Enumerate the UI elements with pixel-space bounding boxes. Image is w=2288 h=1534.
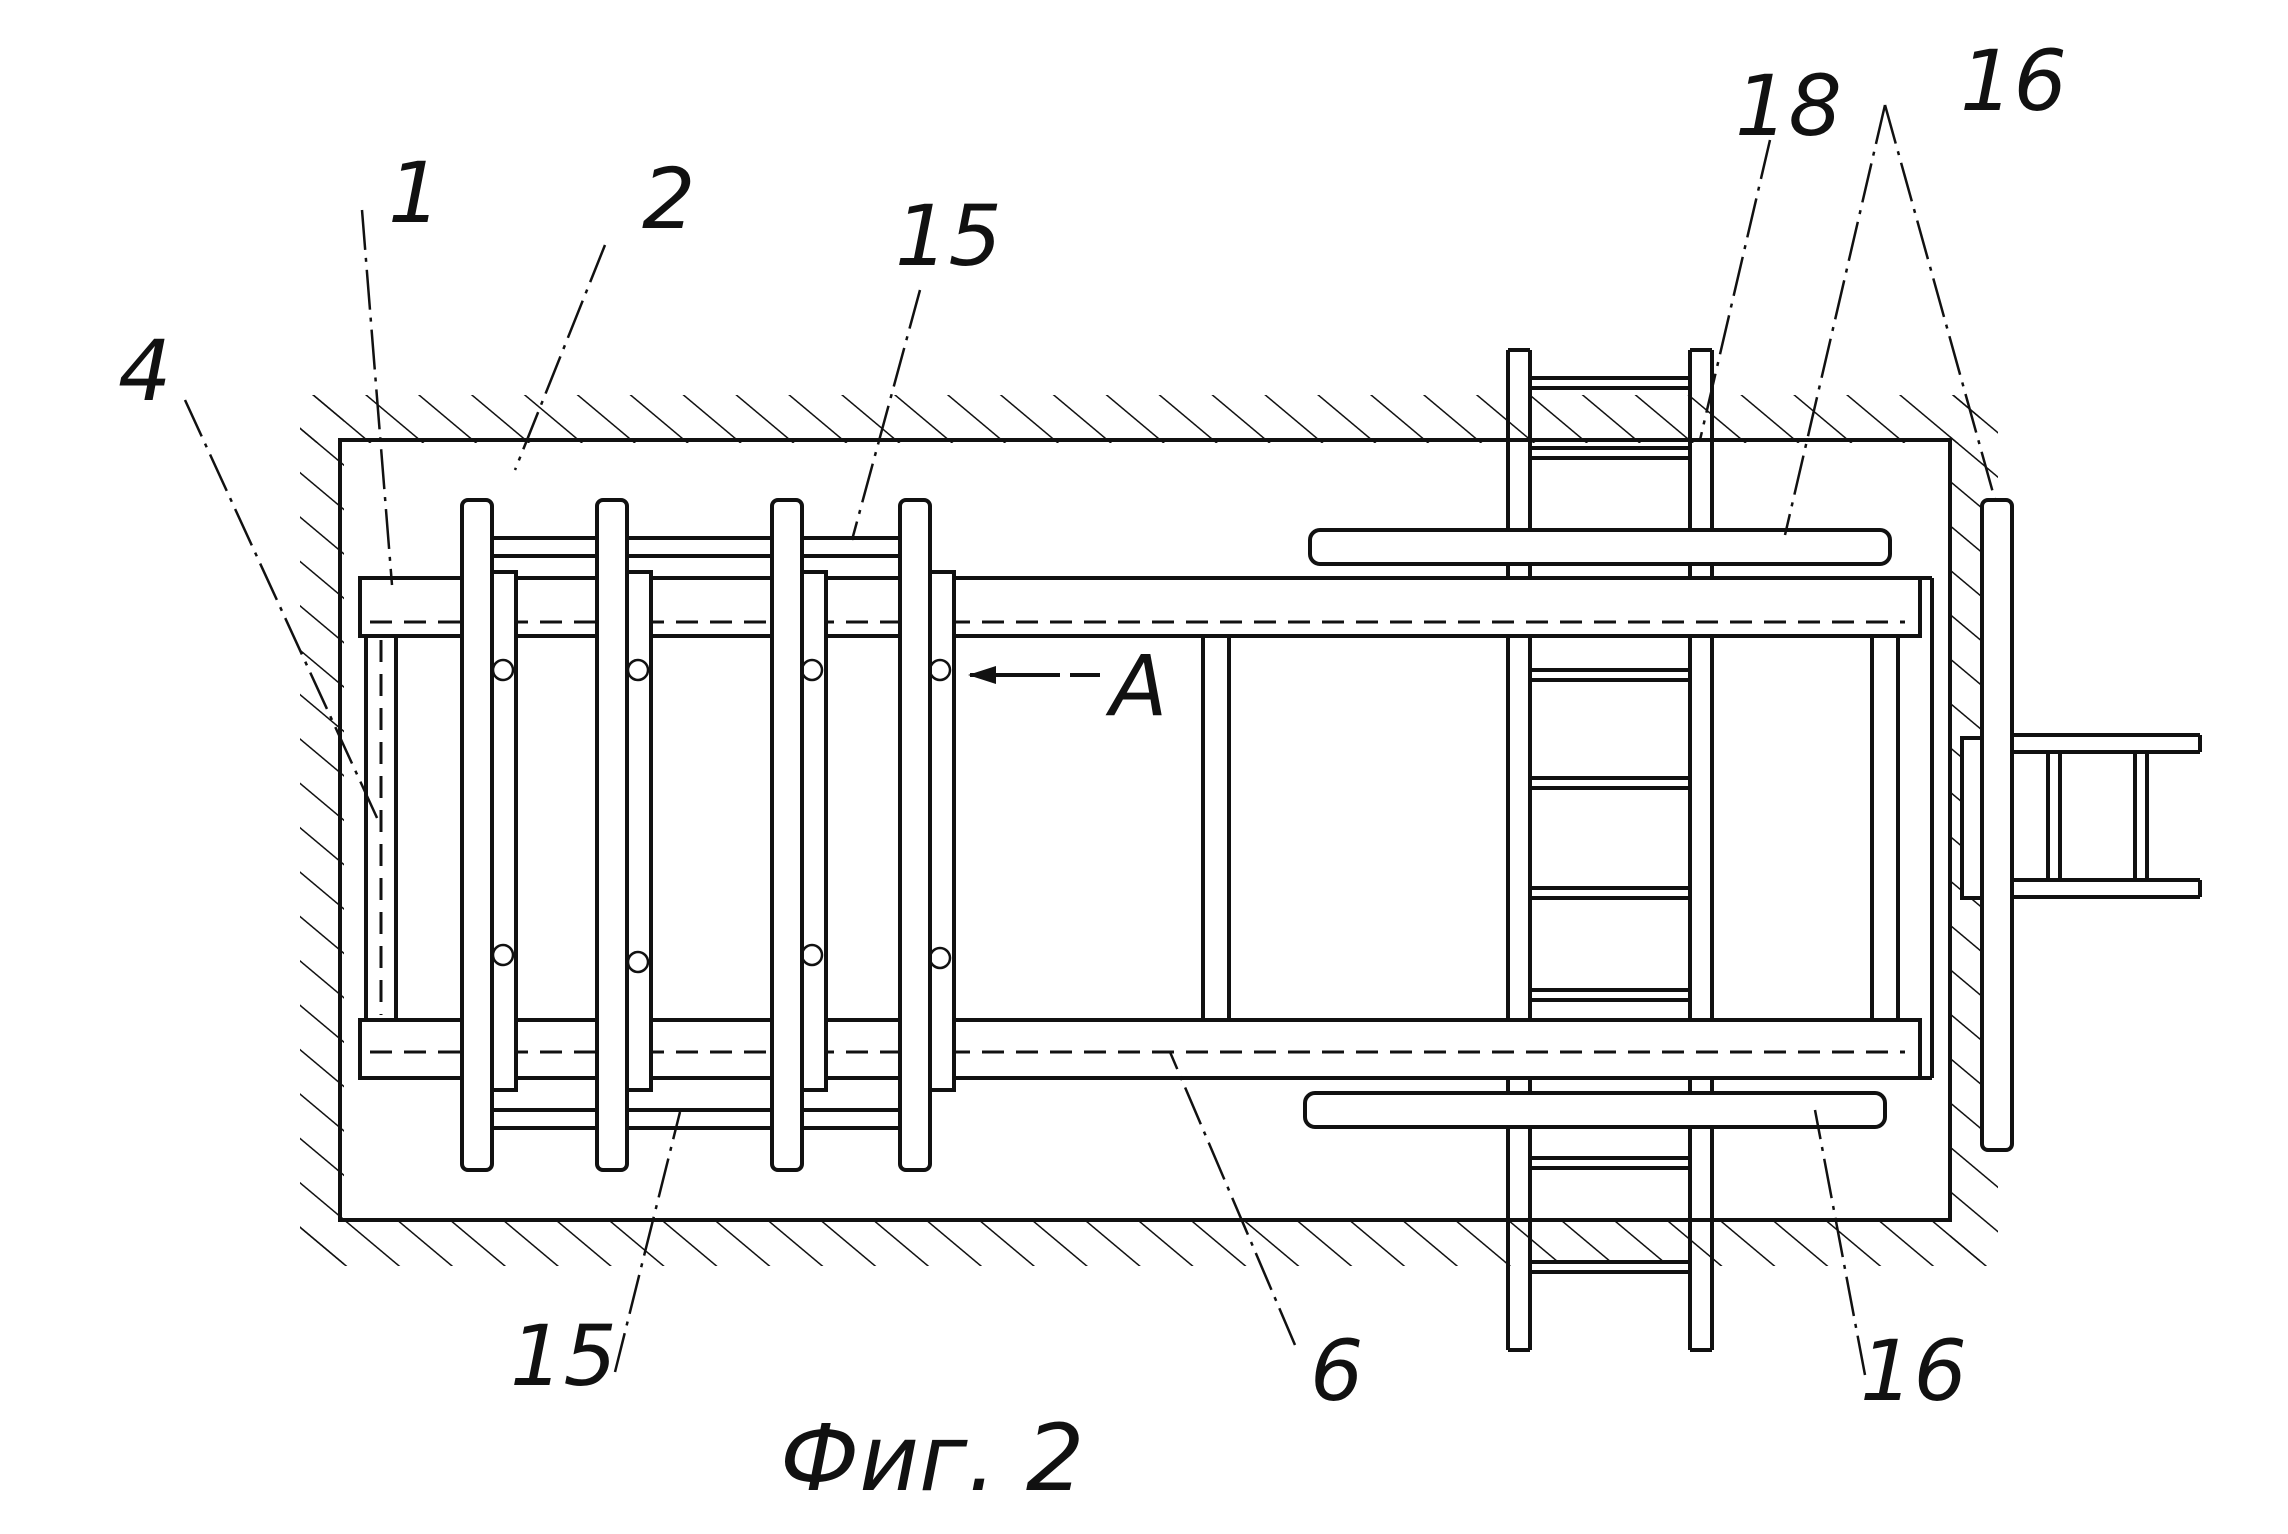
ladder-18 <box>1508 350 1712 1350</box>
pit-hatch-bottom <box>300 1218 1980 1266</box>
platform-16-vertical <box>1982 500 2012 1150</box>
label-a: A <box>1105 637 1167 735</box>
label-16-top: 16 <box>1960 32 2067 130</box>
leader-lines <box>185 105 1995 1375</box>
label-18: 18 <box>1735 57 1842 155</box>
pit-hatch-left <box>300 395 344 1266</box>
cross-plate-1 <box>462 500 516 1170</box>
right-end-post <box>1872 636 1898 1020</box>
top-beam <box>360 578 1920 636</box>
view-arrow-a <box>968 666 1100 684</box>
ladder-18-rungs <box>1530 378 1690 1272</box>
pit-walls <box>300 395 1998 1266</box>
label-4: 4 <box>118 322 171 420</box>
cross-plate-4 <box>900 500 954 1170</box>
cross-plate-2 <box>597 500 651 1170</box>
label-15-bottom: 15 <box>510 1307 617 1405</box>
platform-16-top <box>1310 530 1890 564</box>
bottom-beam <box>360 1020 1920 1078</box>
label-16-bottom: 16 <box>1860 1322 1967 1420</box>
label-15-top: 15 <box>895 187 1002 285</box>
cross-plate-3 <box>772 500 826 1170</box>
label-2: 2 <box>642 150 695 248</box>
figure-caption: Фиг. 2 <box>780 1405 1084 1512</box>
middle-crossbar <box>1203 636 1229 1020</box>
label-1: 1 <box>388 144 441 242</box>
platform-16-bottom <box>1305 1093 1885 1127</box>
label-6: 6 <box>1310 1322 1363 1420</box>
pit-hatch-top <box>300 395 1980 443</box>
